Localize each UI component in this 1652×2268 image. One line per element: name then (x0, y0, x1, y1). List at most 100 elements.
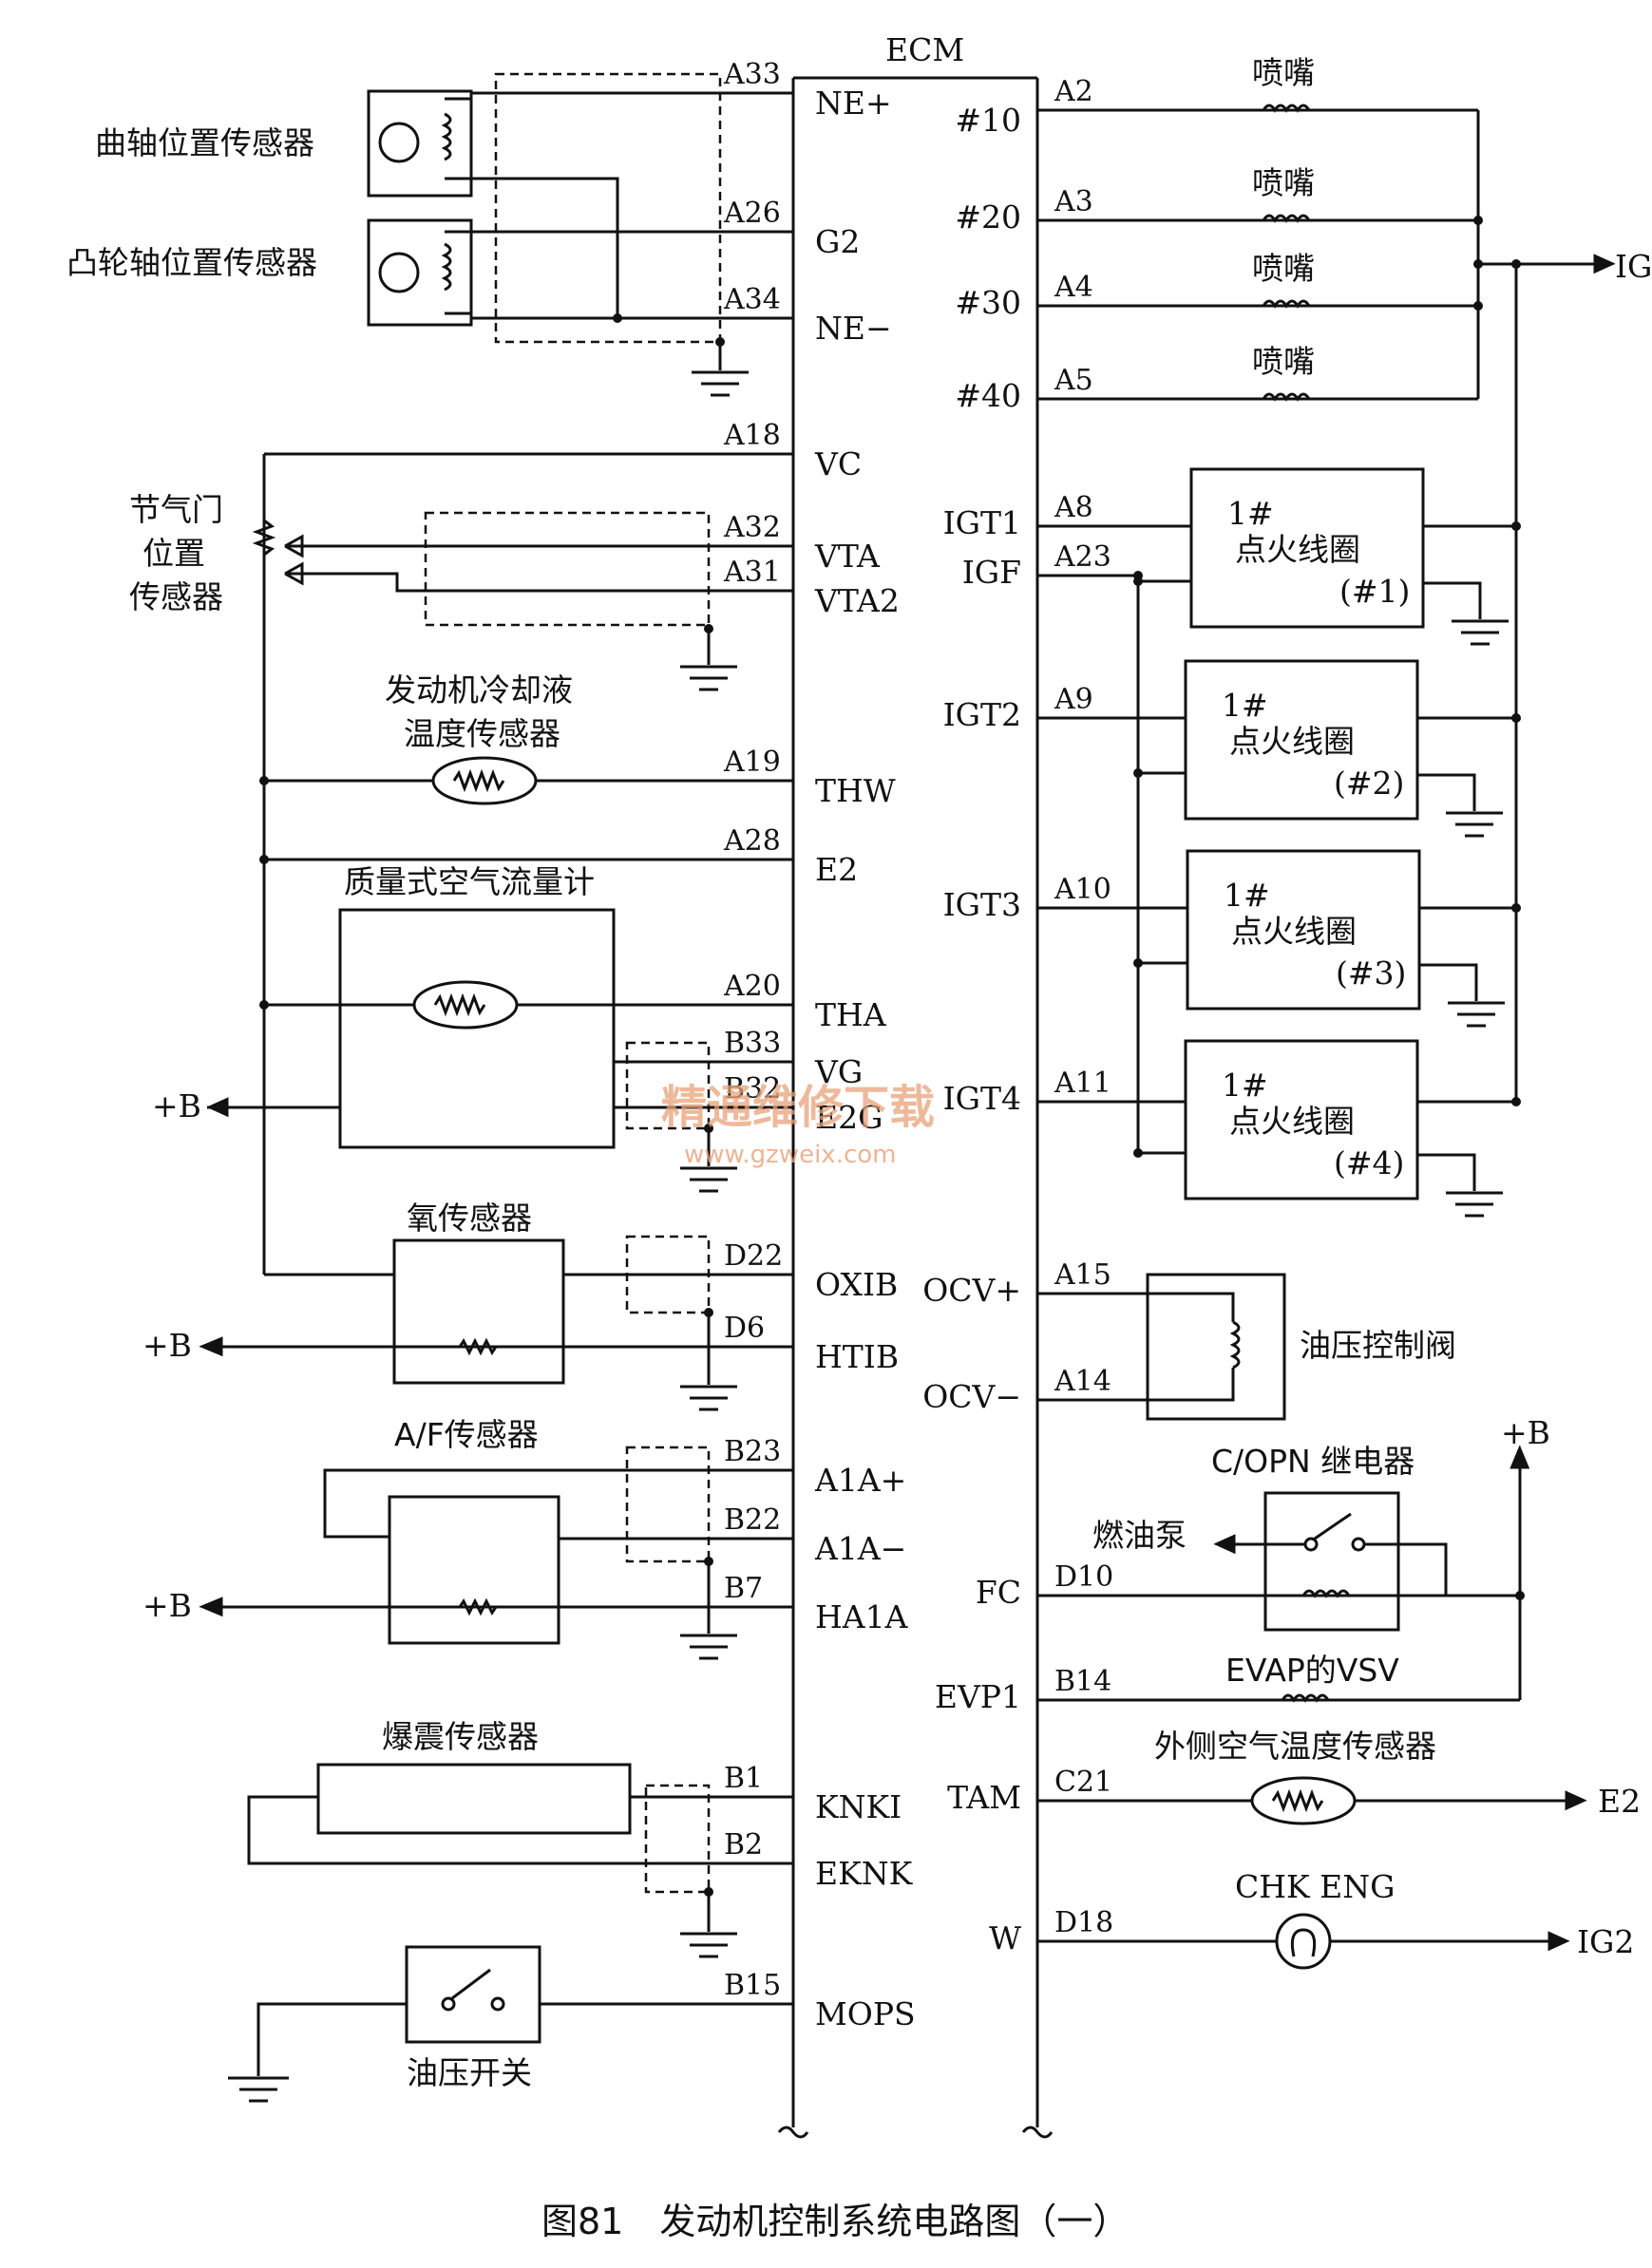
coil-number: (#4) (1334, 1144, 1404, 1181)
coolant-temp-sensor: 发动机冷却液 温度传感器 (259, 671, 793, 805)
coil-label: 点火线圈 (1229, 723, 1355, 760)
right-pin-signal: #20 (955, 198, 1021, 236)
coil-label: 点火线圈 (1235, 531, 1360, 568)
left-pin-number: A26 (723, 197, 781, 230)
maf-label: 质量式空气流量计 (344, 863, 595, 900)
left-pin-signal: E2 (815, 851, 858, 888)
right-pin-signal: OCV− (922, 1378, 1021, 1415)
injector-coil-icon (1262, 299, 1311, 309)
left-pin-signal: VTA2 (814, 582, 900, 619)
check-engine-lamp: CHK ENG IG2 (1037, 1868, 1634, 1970)
cam-sensor-label: 凸轮轴位置传感器 (66, 244, 317, 281)
left-pin-number: D6 (724, 1312, 765, 1345)
left-pin-signal: EKNK (815, 1855, 914, 1892)
left-pin-signal: VG (814, 1053, 863, 1090)
left-pin-signal: A1A− (814, 1530, 906, 1567)
left-pin-signal: HA1A (815, 1598, 909, 1635)
right-pin-number: A11 (1054, 1067, 1111, 1100)
right-pin-signal: #10 (955, 102, 1021, 139)
mass-air-flow-meter: 质量式空气流量计 +B (152, 863, 793, 1193)
left-pin-number: B23 (724, 1435, 781, 1468)
injector-label: 喷嘴 (1252, 250, 1315, 287)
maf-plus-b: +B (152, 1087, 201, 1125)
left-pin-number: A32 (723, 511, 781, 544)
left-pin-signal: NE+ (815, 85, 892, 122)
right-pin-signal: FC (976, 1574, 1021, 1611)
right-pin-number: A23 (1054, 540, 1111, 574)
coolant-label-1: 发动机冷却液 (385, 671, 573, 709)
chk-eng-label: CHK ENG (1235, 1868, 1396, 1905)
coolant-label-2: 温度传感器 (404, 715, 560, 752)
oil-pressure-switch: 油压开关 (228, 1945, 793, 2103)
coil-label: 点火线圈 (1229, 1103, 1355, 1140)
watermark-cn: 精通维修下载 (661, 1081, 935, 1134)
knock-sensor: 爆震传感器 (247, 1718, 793, 1958)
outside-air-temp-sensor: 外侧空气温度传感器 E2 (1037, 1728, 1641, 1825)
left-pin-number: A28 (723, 824, 781, 858)
left-pin-signal: VC (814, 445, 862, 482)
left-pin-number: B15 (724, 1969, 781, 2002)
o2-plus-b: +B (142, 1327, 192, 1364)
outside-temp-label: 外侧空气温度传感器 (1154, 1728, 1436, 1765)
left-pin-signal: NE− (815, 310, 892, 347)
left-pin-signal: MOPS (815, 1995, 916, 2032)
left-pin-number: A33 (723, 58, 781, 91)
oil-control-valve: 油压控制阀 (1037, 1273, 1456, 1421)
coil-mark: 1# (1222, 1067, 1268, 1104)
left-pin-signal: HTIB (815, 1338, 899, 1375)
right-pin-signal: IGT1 (943, 504, 1021, 541)
right-pin-signal: #30 (955, 284, 1021, 321)
left-pin-signal: KNKI (815, 1788, 902, 1825)
left-pin-signal: THW (815, 772, 896, 809)
left-pin-number: A18 (723, 419, 781, 452)
injector-coil-icon (1262, 392, 1311, 402)
left-pin-number: B7 (724, 1572, 763, 1605)
right-pin-number: D18 (1054, 1906, 1113, 1939)
injector-coil-icon (1262, 104, 1311, 113)
right-pin-signal: OCV+ (922, 1272, 1021, 1309)
coil-number: (#1) (1339, 573, 1410, 610)
watermark-url: www.gzweix.com (684, 1141, 897, 1169)
coil-label: 点火线圈 (1231, 913, 1357, 950)
right-pin-number: A3 (1054, 185, 1093, 218)
crank-position-sensor: 曲轴位置传感器 (95, 89, 473, 198)
oil-switch-label: 油压开关 (407, 2054, 532, 2091)
left-pin-signal: THA (815, 996, 887, 1033)
left-pin-signal: A1A+ (814, 1462, 906, 1499)
right-pin-signal: #40 (955, 377, 1021, 414)
throttle-label-2: 位置 (142, 535, 205, 572)
left-pin-number: A31 (723, 556, 781, 589)
ecm-block: ECM (777, 31, 1054, 2139)
evap-label: EVAP的VSV (1225, 1652, 1399, 1689)
injector-label: 喷嘴 (1252, 164, 1315, 201)
af-label: A/F传感器 (394, 1416, 539, 1453)
ignition-coil-1: 1#点火线圈 (#1) (1037, 467, 1521, 646)
throttle-label-3: 传感器 (129, 578, 223, 615)
o2-label: 氧传感器 (407, 1200, 532, 1237)
cam-position-sensor: 凸轮轴位置传感器 (66, 218, 473, 327)
af-plus-b: +B (142, 1587, 192, 1624)
left-pin-number: D22 (724, 1239, 783, 1273)
right-pin-number: C21 (1054, 1766, 1112, 1799)
figure-caption: 图81 发动机控制系统电路图（一） (541, 2201, 1129, 2242)
ig2-label-bottom: IG2 (1577, 1923, 1634, 1960)
left-pin-number: B2 (724, 1828, 763, 1862)
left-pin-number: A34 (723, 283, 781, 316)
right-pin-signal: W (989, 1919, 1021, 1956)
e2-right-label: E2 (1598, 1783, 1641, 1820)
knock-label: 爆震传感器 (382, 1718, 539, 1755)
right-pin-signal: IGT2 (943, 696, 1021, 733)
coil-number: (#2) (1334, 765, 1404, 802)
right-pin-number: D10 (1054, 1560, 1113, 1594)
right-pin-signal: EVP1 (935, 1678, 1021, 1715)
ignition-coil-3: 1#点火线圈(#3) (1037, 849, 1521, 1028)
relay-plus-b: +B (1501, 1414, 1550, 1451)
left-pin-number: B32 (724, 1072, 781, 1106)
right-pin-signal: IGT4 (943, 1080, 1021, 1117)
left-pin-number: B33 (724, 1027, 781, 1060)
coil-mark: 1# (1227, 495, 1274, 532)
right-pin-signal: TAM (947, 1779, 1021, 1816)
coil-mark: 1# (1222, 687, 1268, 724)
left-pin-number: A20 (723, 970, 781, 1003)
